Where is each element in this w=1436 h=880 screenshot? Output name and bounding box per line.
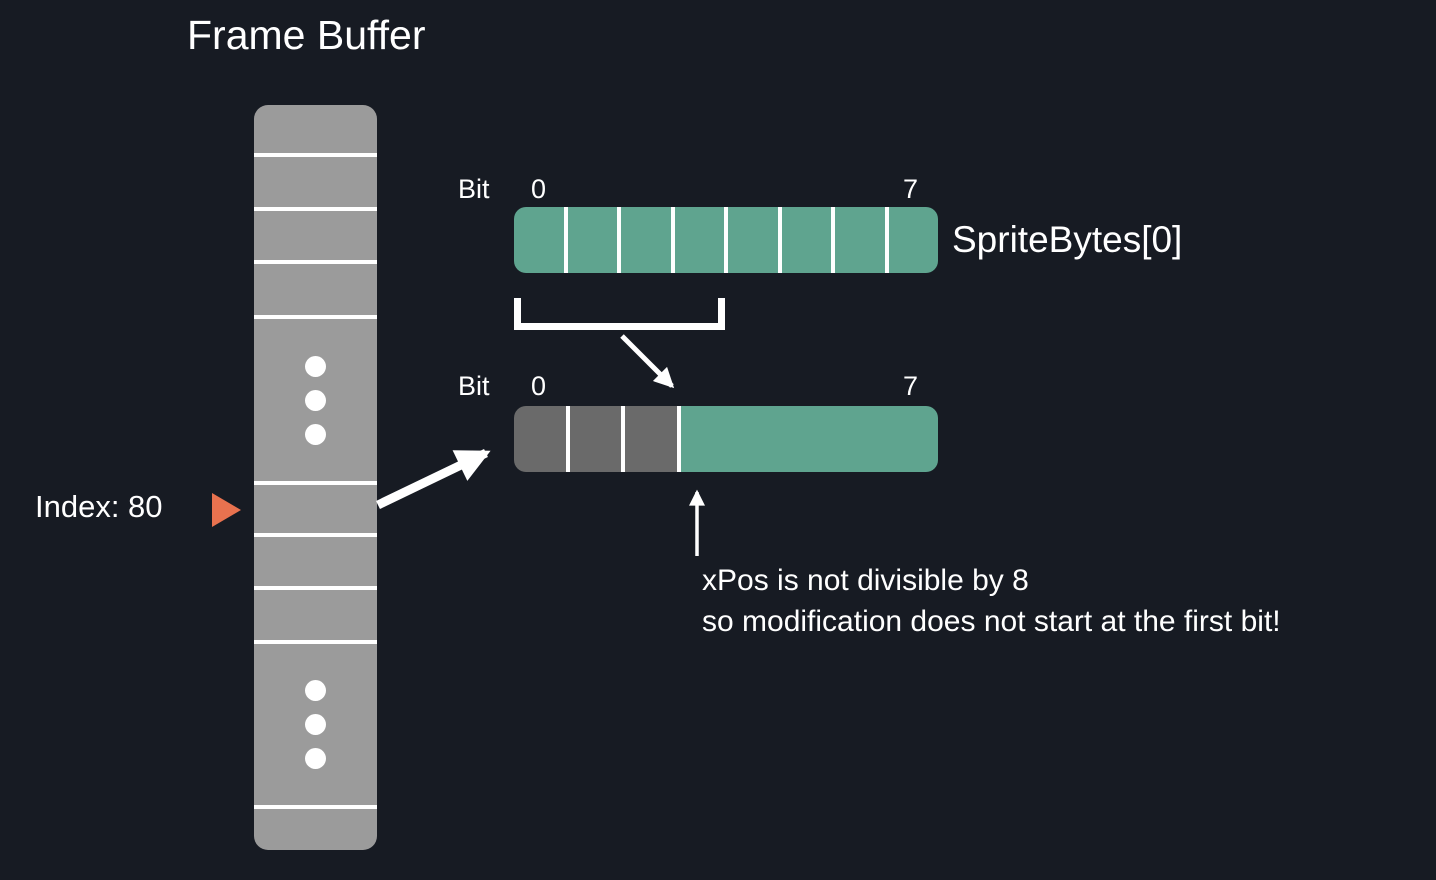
bit-label-row2: Bit — [458, 371, 490, 401]
framebuffer-bit-cell-gray — [621, 406, 677, 472]
buffer-cell-index-80 — [254, 481, 377, 533]
bracket-to-byte-arrow — [620, 334, 675, 389]
ellipsis-dot — [305, 714, 326, 735]
bit7-label-row1: 7 — [903, 174, 919, 204]
annotation-line2: so modification does not start at the fi… — [702, 605, 1281, 638]
index-pointer-triangle-icon — [212, 493, 241, 527]
buffer-cell — [254, 105, 377, 153]
sprite-bit-cell — [777, 207, 831, 273]
sprite-bit-cell — [563, 207, 617, 273]
sprite-byte-bar — [514, 207, 938, 273]
framebuffer-bit-cell-gray — [514, 406, 566, 472]
buffer-ellipsis-section — [254, 315, 377, 481]
sprite-bit-cell — [514, 207, 564, 273]
buffer-ellipsis-section — [254, 640, 377, 805]
buffer-cell — [254, 153, 377, 207]
framebuffer-bit-cell-gray — [565, 406, 621, 472]
ellipsis-dot — [305, 389, 326, 411]
nibble-bracket — [514, 298, 725, 330]
buffer-cell — [254, 586, 377, 640]
bit7-label-row2: 7 — [903, 371, 919, 401]
ellipsis-dot — [305, 680, 326, 701]
sprite-bytes-label: SpriteBytes[0] — [952, 219, 1183, 260]
buffer-cell — [254, 207, 377, 260]
index-to-byte-arrow — [376, 448, 491, 510]
sprite-bit-cell — [670, 207, 724, 273]
bit-label-row1: Bit — [458, 174, 490, 204]
buffer-cell — [254, 260, 377, 315]
sprite-bit-cell — [617, 207, 671, 273]
ellipsis-dot — [305, 748, 326, 769]
sprite-bit-cell — [831, 207, 885, 273]
frame-buffer-column — [254, 105, 377, 850]
page-title: Frame Buffer — [187, 12, 426, 58]
bit0-label-row2: 0 — [531, 371, 547, 401]
sprite-bits-overlay — [668, 406, 938, 472]
framebuffer-teal-underlay — [676, 406, 938, 472]
annotation-line1: xPos is not divisible by 8 — [702, 564, 1029, 597]
buffer-cell — [254, 533, 377, 586]
annotation-text: xPos is not divisible by 8 so modificati… — [702, 560, 1281, 642]
sprite-bit-cell — [724, 207, 778, 273]
ellipsis-dot — [305, 355, 326, 377]
buffer-cell — [254, 805, 377, 850]
sprite-bit-cell — [884, 207, 938, 273]
index-label: Index: 80 — [35, 489, 163, 524]
ellipsis-dot — [305, 423, 326, 445]
bit0-label-row1: 0 — [531, 174, 547, 204]
framebuffer-byte-bar — [514, 406, 938, 472]
